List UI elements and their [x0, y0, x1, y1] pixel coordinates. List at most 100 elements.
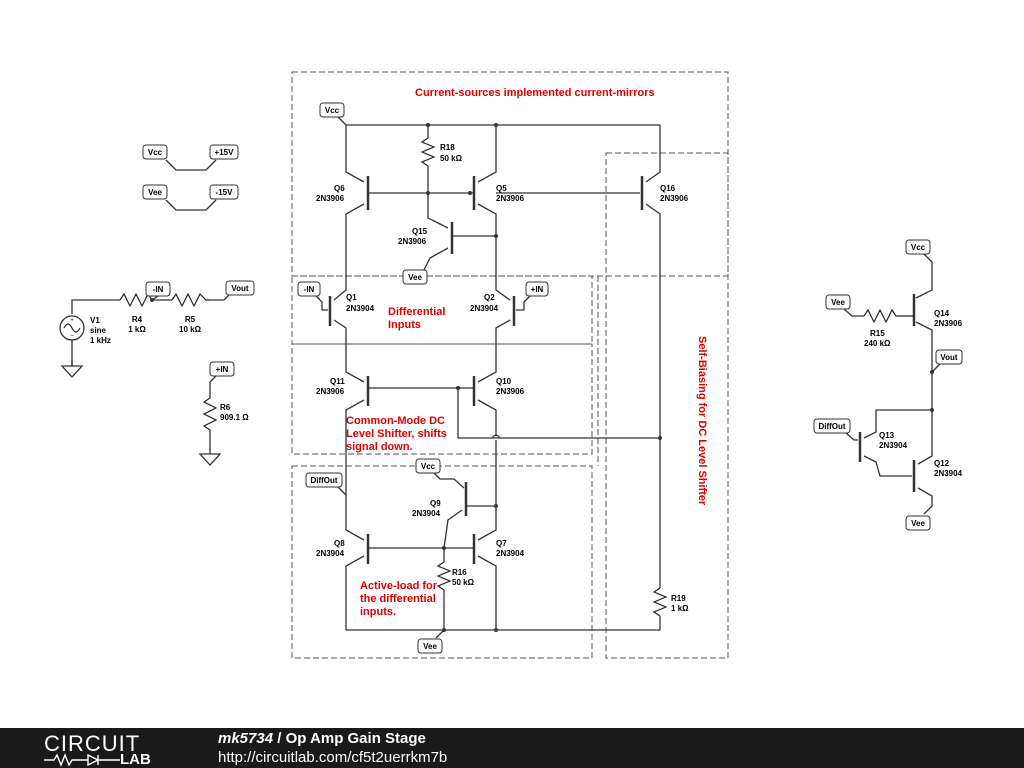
note-differential-1: Differential [388, 306, 445, 318]
svg-text:240 kΩ: 240 kΩ [864, 339, 891, 348]
svg-text:V1: V1 [90, 316, 100, 325]
svg-text:DiffOut: DiffOut [818, 422, 845, 431]
note-self-biasing: Self-Biasing for DC Level Shifter [696, 336, 708, 506]
svg-text:Q8: Q8 [334, 539, 345, 548]
svg-text:2N3904: 2N3904 [412, 509, 441, 518]
title-text: Op Amp Gain Stage [285, 730, 426, 747]
svg-text:R15: R15 [870, 329, 885, 338]
resistor-r16[interactable] [436, 561, 452, 591]
net-vee-flag[interactable] [905, 515, 931, 531]
svg-text:2N3904: 2N3904 [934, 469, 963, 478]
svg-text:-IN: -IN [304, 285, 315, 294]
svg-text:2N3904: 2N3904 [496, 549, 525, 558]
schematic-url-link[interactable]: http://circuitlab.com/cf5t2uerrkm7b [218, 749, 448, 766]
resistor-r6[interactable] [202, 397, 218, 431]
svg-text:Q12: Q12 [934, 459, 950, 468]
svg-text:R6: R6 [220, 403, 231, 412]
note-active-load-3: inputs. [360, 606, 396, 618]
svg-text:2N3906: 2N3906 [934, 319, 963, 328]
svg-text:2N3906: 2N3906 [398, 237, 427, 246]
svg-text:Q1: Q1 [346, 293, 357, 302]
supply-definitions: Vcc +15V Vee -15V [142, 144, 239, 211]
svg-text:50 kΩ: 50 kΩ [440, 154, 463, 163]
footer-bar: CIRCUIT LAB mk5734 / Op Amp Gain Stage h… [0, 728, 1024, 768]
net-vcc-flag[interactable] [142, 144, 168, 160]
net-vee-flag[interactable] [142, 184, 168, 200]
r6-bias-circuit: +IN R6 909.1 Ω [199, 361, 249, 466]
logo-wave-icon [44, 753, 120, 767]
input-source-circuit: + − V1 sine 1 kHz R4 1 kΩ R5 10 kΩ -IN V… [59, 280, 255, 378]
svg-text:Q13: Q13 [879, 431, 895, 440]
svg-text:Vcc: Vcc [911, 243, 926, 252]
note-common-mode-1: Common-Mode DC [346, 415, 445, 427]
svg-text:1 kΩ: 1 kΩ [128, 325, 146, 334]
resistor-r18[interactable] [420, 137, 436, 167]
circuitlab-logo[interactable]: CIRCUIT LAB [44, 731, 151, 768]
net-m15-flag[interactable] [209, 184, 239, 200]
svg-text:Q16: Q16 [660, 184, 676, 193]
svg-text:Vee: Vee [148, 188, 162, 197]
svg-text:R18: R18 [440, 143, 455, 152]
svg-text:R5: R5 [185, 315, 196, 324]
net-vcc-flag[interactable] [415, 458, 441, 474]
svg-text:-IN: -IN [153, 285, 164, 294]
svg-text:Vcc: Vcc [421, 462, 436, 471]
svg-text:2N3906: 2N3906 [496, 194, 525, 203]
svg-text:-15V: -15V [216, 188, 234, 197]
svg-text:−: − [70, 333, 74, 340]
note-common-mode-3: signal down. [346, 441, 413, 453]
svg-text:Q7: Q7 [496, 539, 507, 548]
svg-text:Q5: Q5 [496, 184, 507, 193]
svg-text:2N3904: 2N3904 [879, 441, 908, 450]
svg-text:2N3906: 2N3906 [316, 387, 345, 396]
net-vee-flag[interactable] [825, 294, 851, 310]
svg-text:Vee: Vee [831, 298, 845, 307]
net-diffout-flag[interactable] [813, 418, 851, 434]
op-amp-core: Vcc Q6 2N3906 R18 50 kΩ Q5 2N3906 Vee Q1… [297, 102, 689, 654]
svg-text:2N3904: 2N3904 [346, 304, 375, 313]
note-differential-2: Inputs [388, 319, 421, 331]
net-plus-in-flag[interactable] [525, 281, 549, 297]
svg-text:+15V: +15V [215, 148, 235, 157]
svg-text:sine: sine [90, 326, 107, 335]
author-link[interactable]: mk5734 [218, 730, 274, 747]
svg-text:Q2: Q2 [484, 293, 495, 302]
ground-icon [199, 447, 221, 466]
net-vee-flag[interactable] [417, 638, 443, 654]
net-vcc-flag[interactable] [905, 239, 931, 255]
resistor-r15[interactable] [863, 308, 914, 324]
net-minus-in-flag[interactable] [145, 281, 171, 297]
net-plus-in-flag[interactable] [209, 361, 235, 377]
svg-text:2N3904: 2N3904 [470, 304, 499, 313]
net-diffout-flag[interactable] [305, 472, 343, 488]
note-active-load-2: the differential [360, 593, 436, 605]
svg-text:10 kΩ: 10 kΩ [179, 325, 202, 334]
svg-text:Vee: Vee [423, 642, 437, 651]
svg-text:2N3904: 2N3904 [316, 549, 345, 558]
net-p15-flag[interactable] [209, 144, 239, 160]
note-current-sources: Current-sources implemented current-mirr… [415, 87, 655, 99]
net-vcc-flag[interactable] [319, 102, 345, 118]
svg-text:909.1 Ω: 909.1 Ω [220, 413, 249, 422]
output-stage: Vcc Vee R15 240 kΩ Q14 2N3906 Vout DiffO… [813, 239, 963, 531]
svg-text:Vee: Vee [911, 519, 925, 528]
svg-text:Vout: Vout [940, 353, 958, 362]
svg-text:Vout: Vout [231, 284, 249, 293]
svg-text:50 kΩ: 50 kΩ [452, 578, 475, 587]
svg-text:+IN: +IN [531, 285, 544, 294]
svg-text:2N3906: 2N3906 [316, 194, 345, 203]
net-minus-in-flag[interactable] [297, 281, 321, 297]
current-mirror-region [291, 71, 729, 277]
svg-text:Vcc: Vcc [148, 148, 163, 157]
ground-icon [61, 359, 83, 378]
svg-text:2N3906: 2N3906 [660, 194, 689, 203]
active-load-region [291, 465, 593, 659]
net-vout-flag[interactable] [225, 280, 255, 296]
resistor-r5[interactable] [171, 292, 210, 308]
svg-text:Vee: Vee [408, 273, 422, 282]
net-vout-flag[interactable] [935, 349, 963, 365]
net-vee-flag[interactable] [402, 269, 428, 285]
resistor-r19[interactable] [652, 587, 668, 617]
svg-text:Q6: Q6 [334, 184, 345, 193]
svg-text:2N3906: 2N3906 [496, 387, 525, 396]
